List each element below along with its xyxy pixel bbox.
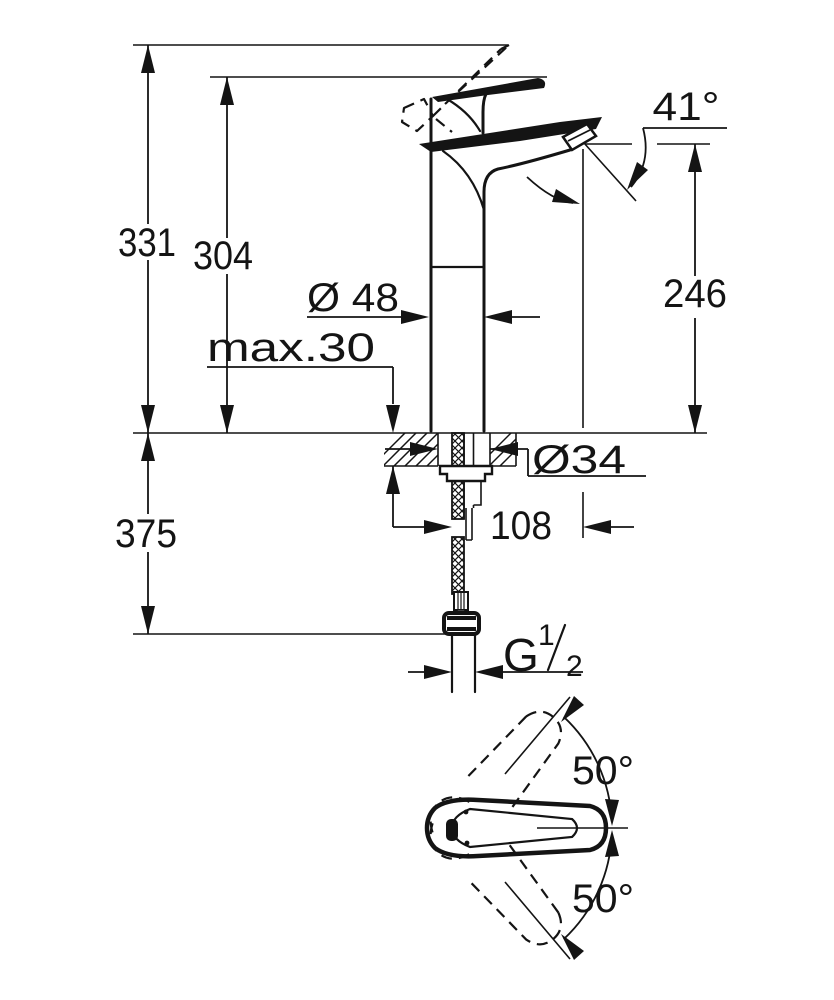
hose-ferrule — [453, 591, 469, 615]
lever-handle-raised-dashed — [400, 44, 510, 133]
handle-badge — [446, 819, 458, 841]
mounting-nut — [438, 464, 494, 483]
handle-top-view: 50° 50° — [424, 696, 634, 960]
faucet-side-view — [400, 44, 602, 433]
dim-aerator-angle-label: 41° — [653, 85, 720, 129]
dimension-max-30: max.30 — [207, 326, 400, 527]
hose-connector-nut — [442, 611, 481, 636]
dimension-331: 331 — [118, 45, 176, 433]
dimension-dia-48: Ø 48 — [307, 276, 540, 324]
handle-outline — [424, 797, 609, 859]
handle-dot-top — [463, 809, 469, 815]
dimension-dia-34: Ø34 — [385, 438, 646, 482]
handle-dot-bottom — [464, 840, 470, 846]
spout-body — [482, 148, 572, 433]
braided-hose-lower — [451, 536, 465, 595]
stream-direction-arrow — [526, 176, 580, 204]
mounting-hardware — [438, 432, 494, 694]
dim-body-diameter-label: Ø 48 — [307, 276, 399, 320]
dim-hole-diameter-label: Ø34 — [532, 438, 626, 482]
dim-total-height-label: 331 — [118, 221, 176, 265]
dimension-246: 246 — [663, 144, 727, 433]
thread-numerator-label: 1 — [538, 619, 555, 652]
dimension-angle-41: 41° — [583, 85, 727, 202]
swing-angle-down-label: 50° — [572, 877, 634, 921]
dim-aerator-height-label: 246 — [663, 272, 727, 316]
dimension-375: 375 — [115, 433, 177, 634]
dim-spout-reach-label: 108 — [490, 504, 552, 548]
handle-inner-contour — [450, 807, 579, 849]
thread-denominator-label: 2 — [566, 650, 583, 683]
fraction-slash — [546, 623, 567, 672]
aerator — [561, 122, 598, 152]
supply-pipe — [450, 632, 477, 694]
dim-below-counter-label: 375 — [115, 512, 177, 556]
dimension-108: 108 — [393, 504, 634, 548]
countertop-section — [384, 433, 517, 467]
dim-counter-thickness-label: max.30 — [207, 326, 375, 370]
dimension-g-half-thread: G 1 2 — [408, 619, 583, 683]
dim-spout-height-label: 304 — [193, 234, 253, 278]
swing-angle-up-label: 50° — [572, 749, 634, 793]
reference-lines — [133, 44, 710, 635]
thread-letter-label: G — [503, 629, 539, 681]
spout-blade — [419, 117, 602, 152]
dimension-304: 304 — [193, 77, 253, 433]
lever-handle — [432, 78, 546, 102]
